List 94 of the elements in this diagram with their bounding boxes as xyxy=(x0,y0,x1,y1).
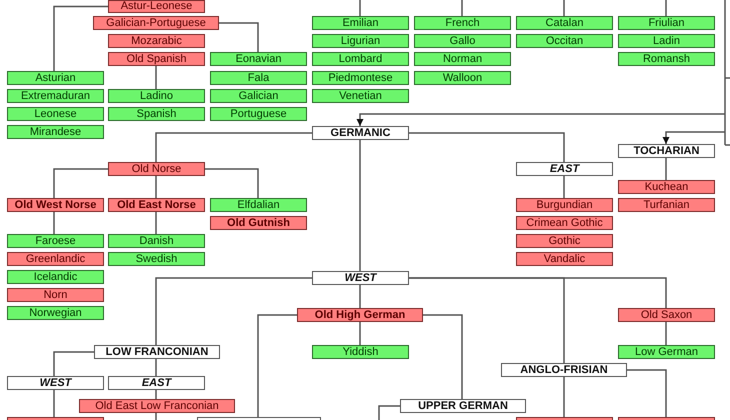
language-box: Elfdalian xyxy=(210,198,307,212)
language-box: Gallo xyxy=(414,34,511,48)
language-box: Norn xyxy=(7,288,104,302)
language-box: Ladin xyxy=(618,34,715,48)
language-box: Mozarabic xyxy=(108,34,205,48)
language-box: Ligurian xyxy=(312,34,409,48)
tree-connector xyxy=(563,176,565,198)
language-box: Lombard xyxy=(312,52,409,66)
language-box: Icelandic xyxy=(7,270,104,284)
tree-connector xyxy=(53,168,108,198)
tree-connector xyxy=(155,132,312,162)
tree-connector xyxy=(665,322,667,345)
language-box: Piedmontese xyxy=(312,71,409,85)
language-box: Greenlandic xyxy=(7,252,104,266)
language-box: French xyxy=(414,16,511,30)
language-box: Mirandese xyxy=(7,125,104,139)
tree-connector xyxy=(155,277,312,345)
tree-connector xyxy=(53,6,108,71)
tree-connector xyxy=(257,314,297,417)
language-box: Old Saxon xyxy=(618,308,715,322)
tree-connector xyxy=(665,158,667,180)
language-box: Eonavian xyxy=(210,52,307,66)
language-box: Gothic xyxy=(516,234,613,248)
language-box: Extremaduran xyxy=(7,89,104,103)
language-box: Occitan xyxy=(516,34,613,48)
language-box: Burgundian xyxy=(516,198,613,212)
tree-connector xyxy=(563,377,565,417)
tree-connector xyxy=(665,0,667,16)
tree-connector xyxy=(53,390,55,417)
tree-connector xyxy=(155,390,157,399)
branch-box: WEST xyxy=(7,376,104,390)
language-box: Catalan xyxy=(516,16,613,30)
tree-connector xyxy=(219,22,259,52)
language-box: Vandalic xyxy=(516,252,613,266)
branch-box: TOCHARIAN xyxy=(618,144,715,158)
language-box: Crimean Gothic xyxy=(516,216,613,230)
branch-box: EAST xyxy=(108,376,205,390)
language-box: Ladino xyxy=(108,89,205,103)
language-box: Astur-Leonese xyxy=(108,0,205,13)
branch-box: UPPER GERMAN xyxy=(400,399,526,413)
language-box: Galician-Portuguese xyxy=(93,16,219,30)
tree-connector xyxy=(359,322,361,345)
language-box: Old East Norse xyxy=(108,198,205,212)
tree-connector xyxy=(155,413,157,420)
tree-connector xyxy=(378,405,400,420)
language-box: Leonese xyxy=(7,107,104,121)
language-box: Galician xyxy=(210,89,307,103)
language-box: Emilian xyxy=(312,16,409,30)
tree-connector xyxy=(423,314,463,399)
tree-connector xyxy=(356,113,725,126)
language-box: Kuchean xyxy=(618,180,715,194)
language-box: Old East Low Franconian xyxy=(79,399,235,413)
language-box: Venetian xyxy=(312,89,409,103)
language-box: Old Norse xyxy=(108,162,205,176)
language-box: Fala xyxy=(210,71,307,85)
language-box: Old Gutnish xyxy=(210,216,307,230)
language-box: Norman xyxy=(414,52,511,66)
language-box: Norwegian xyxy=(7,306,104,320)
tree-connector xyxy=(155,176,157,198)
language-box: Old West Norse xyxy=(7,198,104,212)
tree-connector xyxy=(155,66,157,89)
language-box: Faroese xyxy=(7,234,104,248)
tree-connector xyxy=(359,140,361,271)
tree-connector xyxy=(53,351,94,376)
language-box: Swedish xyxy=(108,252,205,266)
tree-connector xyxy=(359,285,361,308)
tree-connector xyxy=(53,212,55,234)
language-box: Friulian xyxy=(618,16,715,30)
tree-connector xyxy=(359,0,361,16)
language-box: Old High German xyxy=(297,308,423,322)
branch-box: GERMANIC xyxy=(312,126,409,140)
language-box: Portuguese xyxy=(210,107,307,121)
language-box: Turfanian xyxy=(618,198,715,212)
branch-box: EAST xyxy=(516,162,613,176)
tree-connector xyxy=(662,131,725,144)
language-box: Danish xyxy=(108,234,205,248)
branch-box: ANGLO-FRISIAN xyxy=(501,363,627,377)
tree-connector xyxy=(409,277,667,308)
tree-connector xyxy=(627,369,667,417)
tree-connector xyxy=(563,0,565,16)
tree-connector xyxy=(155,359,157,376)
language-box: Spanish xyxy=(108,107,205,121)
language-box: Yiddish xyxy=(312,345,409,359)
language-box: Romansh xyxy=(618,52,715,66)
tree-connector xyxy=(155,212,157,234)
branch-box: WEST xyxy=(312,271,409,285)
language-box: Low German xyxy=(618,345,715,359)
tree-connector xyxy=(409,132,565,162)
language-box: Asturian xyxy=(7,71,104,85)
tree-connector xyxy=(205,168,259,198)
branch-box: LOW FRANCONIAN xyxy=(94,345,220,359)
language-box: Walloon xyxy=(414,71,511,85)
language-box: Old Spanish xyxy=(108,52,205,66)
tree-connector xyxy=(461,0,463,16)
